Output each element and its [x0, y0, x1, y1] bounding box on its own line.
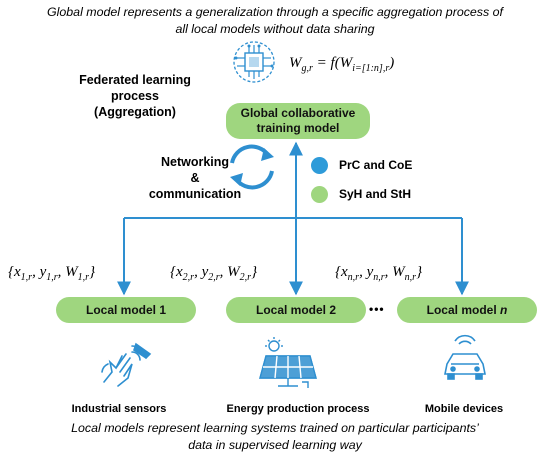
local-model-n-node[interactable]: Local model n: [397, 297, 537, 323]
local-params-n: {xn,r, yn,r, Wn,r}: [335, 264, 423, 283]
top-caption-line1: Global model represents a generalization…: [47, 5, 503, 19]
federated-learning-label: Federated learning process (Aggregation): [79, 73, 191, 119]
ellipsis: •••: [369, 302, 385, 316]
legend-label-prc: PrC and CoE: [339, 158, 413, 172]
device-label-mobile: Mobile devices: [424, 403, 504, 415]
ai-chip-icon: [233, 41, 275, 83]
legend-label-syh: SyH and StH: [339, 187, 412, 201]
bottom-caption: Local models represent learning systems …: [0, 420, 550, 454]
top-caption-line2: all local models without data sharing: [175, 22, 375, 36]
global-model-node[interactable]: Global collaborative training model: [226, 103, 370, 139]
local-params-1: {x1,r, y1,r, W1,r}: [8, 264, 96, 283]
local-model-1-node[interactable]: Local model 1: [56, 297, 196, 323]
device-label-sensors: Industrial sensors: [71, 403, 167, 415]
bottom-caption-line2: data in supervised learning way: [188, 438, 362, 452]
networking-label: Networking & communication: [148, 155, 242, 201]
local-params-2: {x2,r, y2,r, W2,r}: [170, 264, 258, 283]
legend-swatch-blue: [311, 157, 328, 174]
legend-swatch-green: [311, 186, 328, 203]
top-caption: Global model represents a generalization…: [0, 4, 550, 38]
solar-panel-icon: [259, 337, 317, 388]
local-model-2-node[interactable]: Local model 2: [226, 297, 366, 323]
bottom-caption-line1: Local models represent learning systems …: [71, 421, 479, 435]
sync-icon: [230, 144, 274, 190]
global-formula: Wg,r = f(Wi=[1:n],r): [289, 55, 395, 74]
hand-sensor-icon: [101, 342, 152, 387]
device-label-energy: Energy production process: [226, 403, 370, 415]
car-icon: [444, 334, 486, 380]
